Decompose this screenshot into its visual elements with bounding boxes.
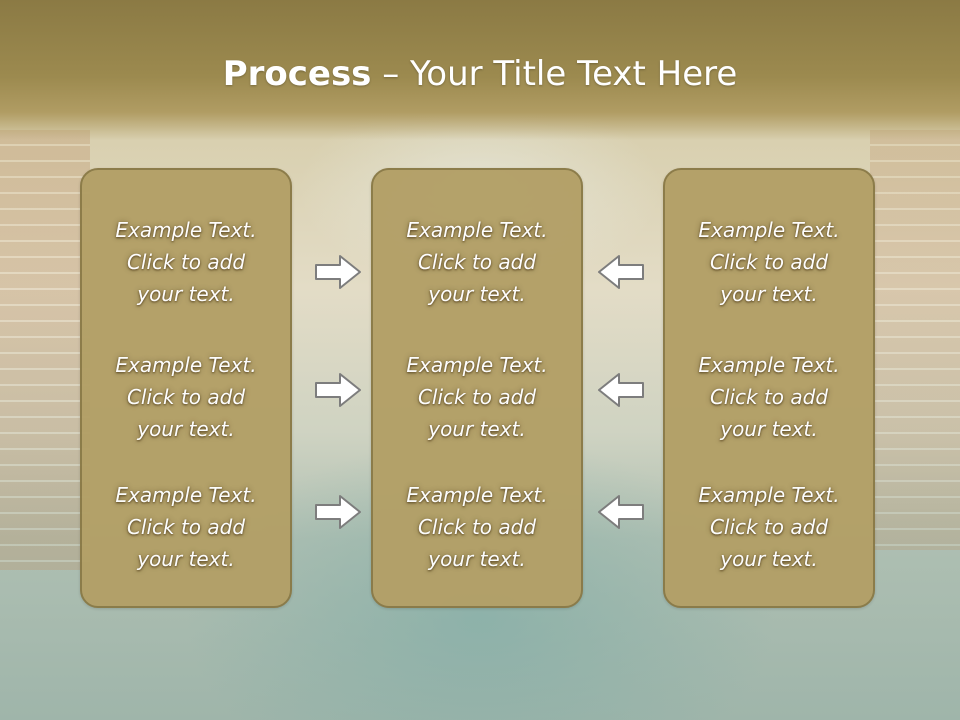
text-line: Example Text. bbox=[406, 483, 548, 507]
slide-title-bold: Process bbox=[222, 54, 372, 94]
text-item[interactable]: Example Text. Click to add your text. bbox=[373, 214, 581, 310]
text-line: Example Text. bbox=[698, 353, 840, 377]
text-line: Example Text. bbox=[115, 483, 257, 507]
title-band bbox=[0, 0, 960, 140]
arrow-right-icon[interactable] bbox=[314, 492, 362, 532]
text-line: Example Text. bbox=[406, 353, 548, 377]
slide-title[interactable]: Process – Your Title Text Here bbox=[0, 52, 960, 96]
text-line: Example Text. bbox=[115, 218, 257, 242]
text-line: your text. bbox=[720, 417, 818, 441]
text-line: Click to add bbox=[417, 385, 537, 409]
text-line: Click to add bbox=[709, 385, 829, 409]
text-item[interactable]: Example Text. Click to add your text. bbox=[373, 349, 581, 445]
text-line: your text. bbox=[137, 282, 235, 306]
text-line: your text. bbox=[137, 417, 235, 441]
text-line: Click to add bbox=[417, 515, 537, 539]
text-item[interactable]: Example Text. Click to add your text. bbox=[373, 479, 581, 575]
text-line: your text. bbox=[428, 547, 526, 571]
text-item[interactable]: Example Text. Click to add your text. bbox=[665, 349, 873, 445]
text-line: Click to add bbox=[709, 250, 829, 274]
text-line: Click to add bbox=[126, 515, 246, 539]
text-item[interactable]: Example Text. Click to add your text. bbox=[665, 214, 873, 310]
text-line: Example Text. bbox=[698, 218, 840, 242]
arrow-left-icon[interactable] bbox=[597, 492, 645, 532]
arrow-left-icon[interactable] bbox=[597, 252, 645, 292]
text-item[interactable]: Example Text. Click to add your text. bbox=[82, 349, 290, 445]
text-line: Click to add bbox=[126, 250, 246, 274]
text-line: Example Text. bbox=[115, 353, 257, 377]
text-item[interactable]: Example Text. Click to add your text. bbox=[665, 479, 873, 575]
text-line: Click to add bbox=[126, 385, 246, 409]
text-line: Example Text. bbox=[698, 483, 840, 507]
arrow-right-icon[interactable] bbox=[314, 252, 362, 292]
text-line: Click to add bbox=[709, 515, 829, 539]
text-line: Click to add bbox=[417, 250, 537, 274]
arrow-right-icon[interactable] bbox=[314, 370, 362, 410]
text-item[interactable]: Example Text. Click to add your text. bbox=[82, 479, 290, 575]
text-line: your text. bbox=[428, 417, 526, 441]
process-box-center[interactable]: Example Text. Click to add your text. Ex… bbox=[371, 168, 583, 608]
process-box-right[interactable]: Example Text. Click to add your text. Ex… bbox=[663, 168, 875, 608]
arrow-left-icon[interactable] bbox=[597, 370, 645, 410]
background-brick-wall-left bbox=[0, 130, 90, 570]
text-line: your text. bbox=[720, 547, 818, 571]
text-line: your text. bbox=[720, 282, 818, 306]
text-line: Example Text. bbox=[406, 218, 548, 242]
slide-title-rest: – Your Title Text Here bbox=[371, 54, 738, 94]
process-box-left[interactable]: Example Text. Click to add your text. Ex… bbox=[80, 168, 292, 608]
text-line: your text. bbox=[137, 547, 235, 571]
text-line: your text. bbox=[428, 282, 526, 306]
text-item[interactable]: Example Text. Click to add your text. bbox=[82, 214, 290, 310]
background-brick-wall-right bbox=[870, 130, 960, 550]
